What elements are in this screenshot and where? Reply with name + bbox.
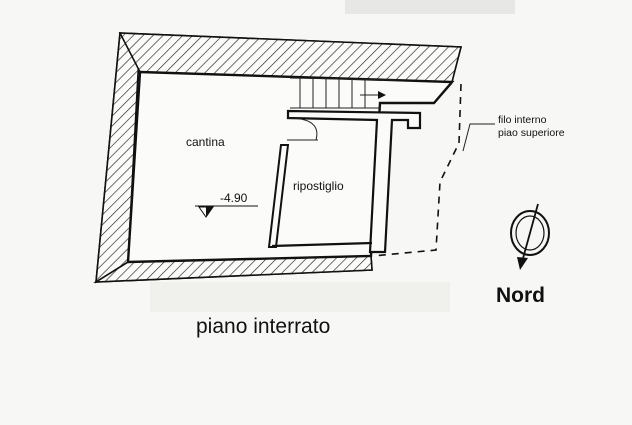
room-label-ripostiglio: ripostiglio bbox=[293, 179, 344, 193]
note-line-2: piao superiore bbox=[498, 127, 565, 139]
north-compass-icon bbox=[510, 203, 550, 270]
level-mark bbox=[195, 205, 258, 218]
partition-walls bbox=[267, 109, 422, 254]
upper-floor-dashed-line bbox=[372, 83, 462, 257]
ghost-artifact-top bbox=[345, 0, 515, 14]
stairs bbox=[289, 77, 399, 109]
note-leader-line bbox=[462, 123, 495, 152]
compass-label: Nord bbox=[496, 284, 545, 307]
stairs-arrow-icon bbox=[378, 91, 386, 99]
room-outline bbox=[126, 70, 455, 264]
room-label-cantina: cantina bbox=[186, 135, 225, 149]
ghost-artifact-middle bbox=[150, 282, 450, 312]
door-swing bbox=[287, 117, 318, 141]
plan-title: piano interrato bbox=[196, 315, 330, 338]
note-line-1: filo interno bbox=[498, 114, 547, 126]
level-mark-label: -4.90 bbox=[220, 191, 248, 205]
compass-arrow-icon bbox=[517, 257, 528, 270]
